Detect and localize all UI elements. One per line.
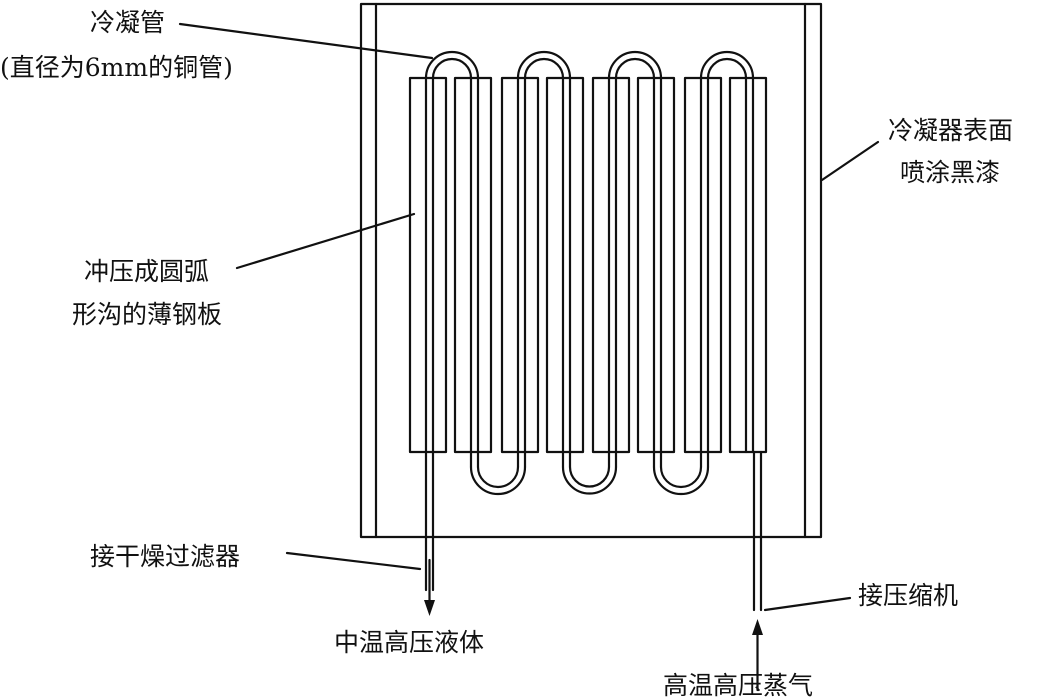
- top-bend: [607, 50, 663, 80]
- leader-plate: [235, 212, 416, 270]
- fin-column: [408, 76, 448, 454]
- label-plate-line2: 形沟的薄钢板: [72, 300, 222, 329]
- bottom-bend-legs: [469, 450, 527, 469]
- leader-condenser-tube: [178, 22, 434, 60]
- fin-column: [591, 76, 631, 454]
- label-surface-line1: 冷凝器表面: [888, 116, 1013, 145]
- label-to-compressor: 接压缩机: [858, 581, 958, 610]
- bottom-bend-legs: [652, 450, 710, 469]
- top-bend: [516, 50, 572, 80]
- bottom-bend: [469, 465, 527, 496]
- label-condenser-tube: 冷凝管: [90, 8, 165, 37]
- outlet-arrowhead: [424, 600, 435, 616]
- condenser-plate: [359, 2, 823, 539]
- label-surface-line2: 喷涂黑漆: [900, 158, 1000, 187]
- fin-column: [683, 76, 723, 454]
- inlet-arrowhead: [752, 619, 763, 635]
- inlet-pipe: [752, 450, 763, 612]
- fin-column: [453, 76, 493, 454]
- fin-column: [636, 76, 676, 454]
- fin-column: [500, 76, 540, 454]
- leader-dryer: [285, 551, 422, 571]
- fin-column: [728, 76, 768, 454]
- top-bend: [424, 50, 480, 80]
- leader-compressor: [763, 596, 852, 612]
- bottom-bend-legs: [561, 450, 618, 469]
- label-outlet-fluid: 中温高压液体: [334, 628, 484, 657]
- label-condenser-tube-note: (直径为6mm的铜管): [0, 53, 233, 82]
- outlet-pipe: [424, 450, 435, 592]
- label-to-dryer: 接干燥过滤器: [90, 542, 240, 571]
- bottom-bend: [561, 465, 618, 495]
- label-plate-line1: 冲压成圆弧: [84, 257, 209, 286]
- top-bend: [699, 50, 755, 80]
- leader-surface: [820, 140, 880, 182]
- bottom-bend: [652, 465, 710, 496]
- label-inlet-vapor: 高温高压蒸气: [663, 671, 813, 700]
- fin-column: [545, 76, 585, 454]
